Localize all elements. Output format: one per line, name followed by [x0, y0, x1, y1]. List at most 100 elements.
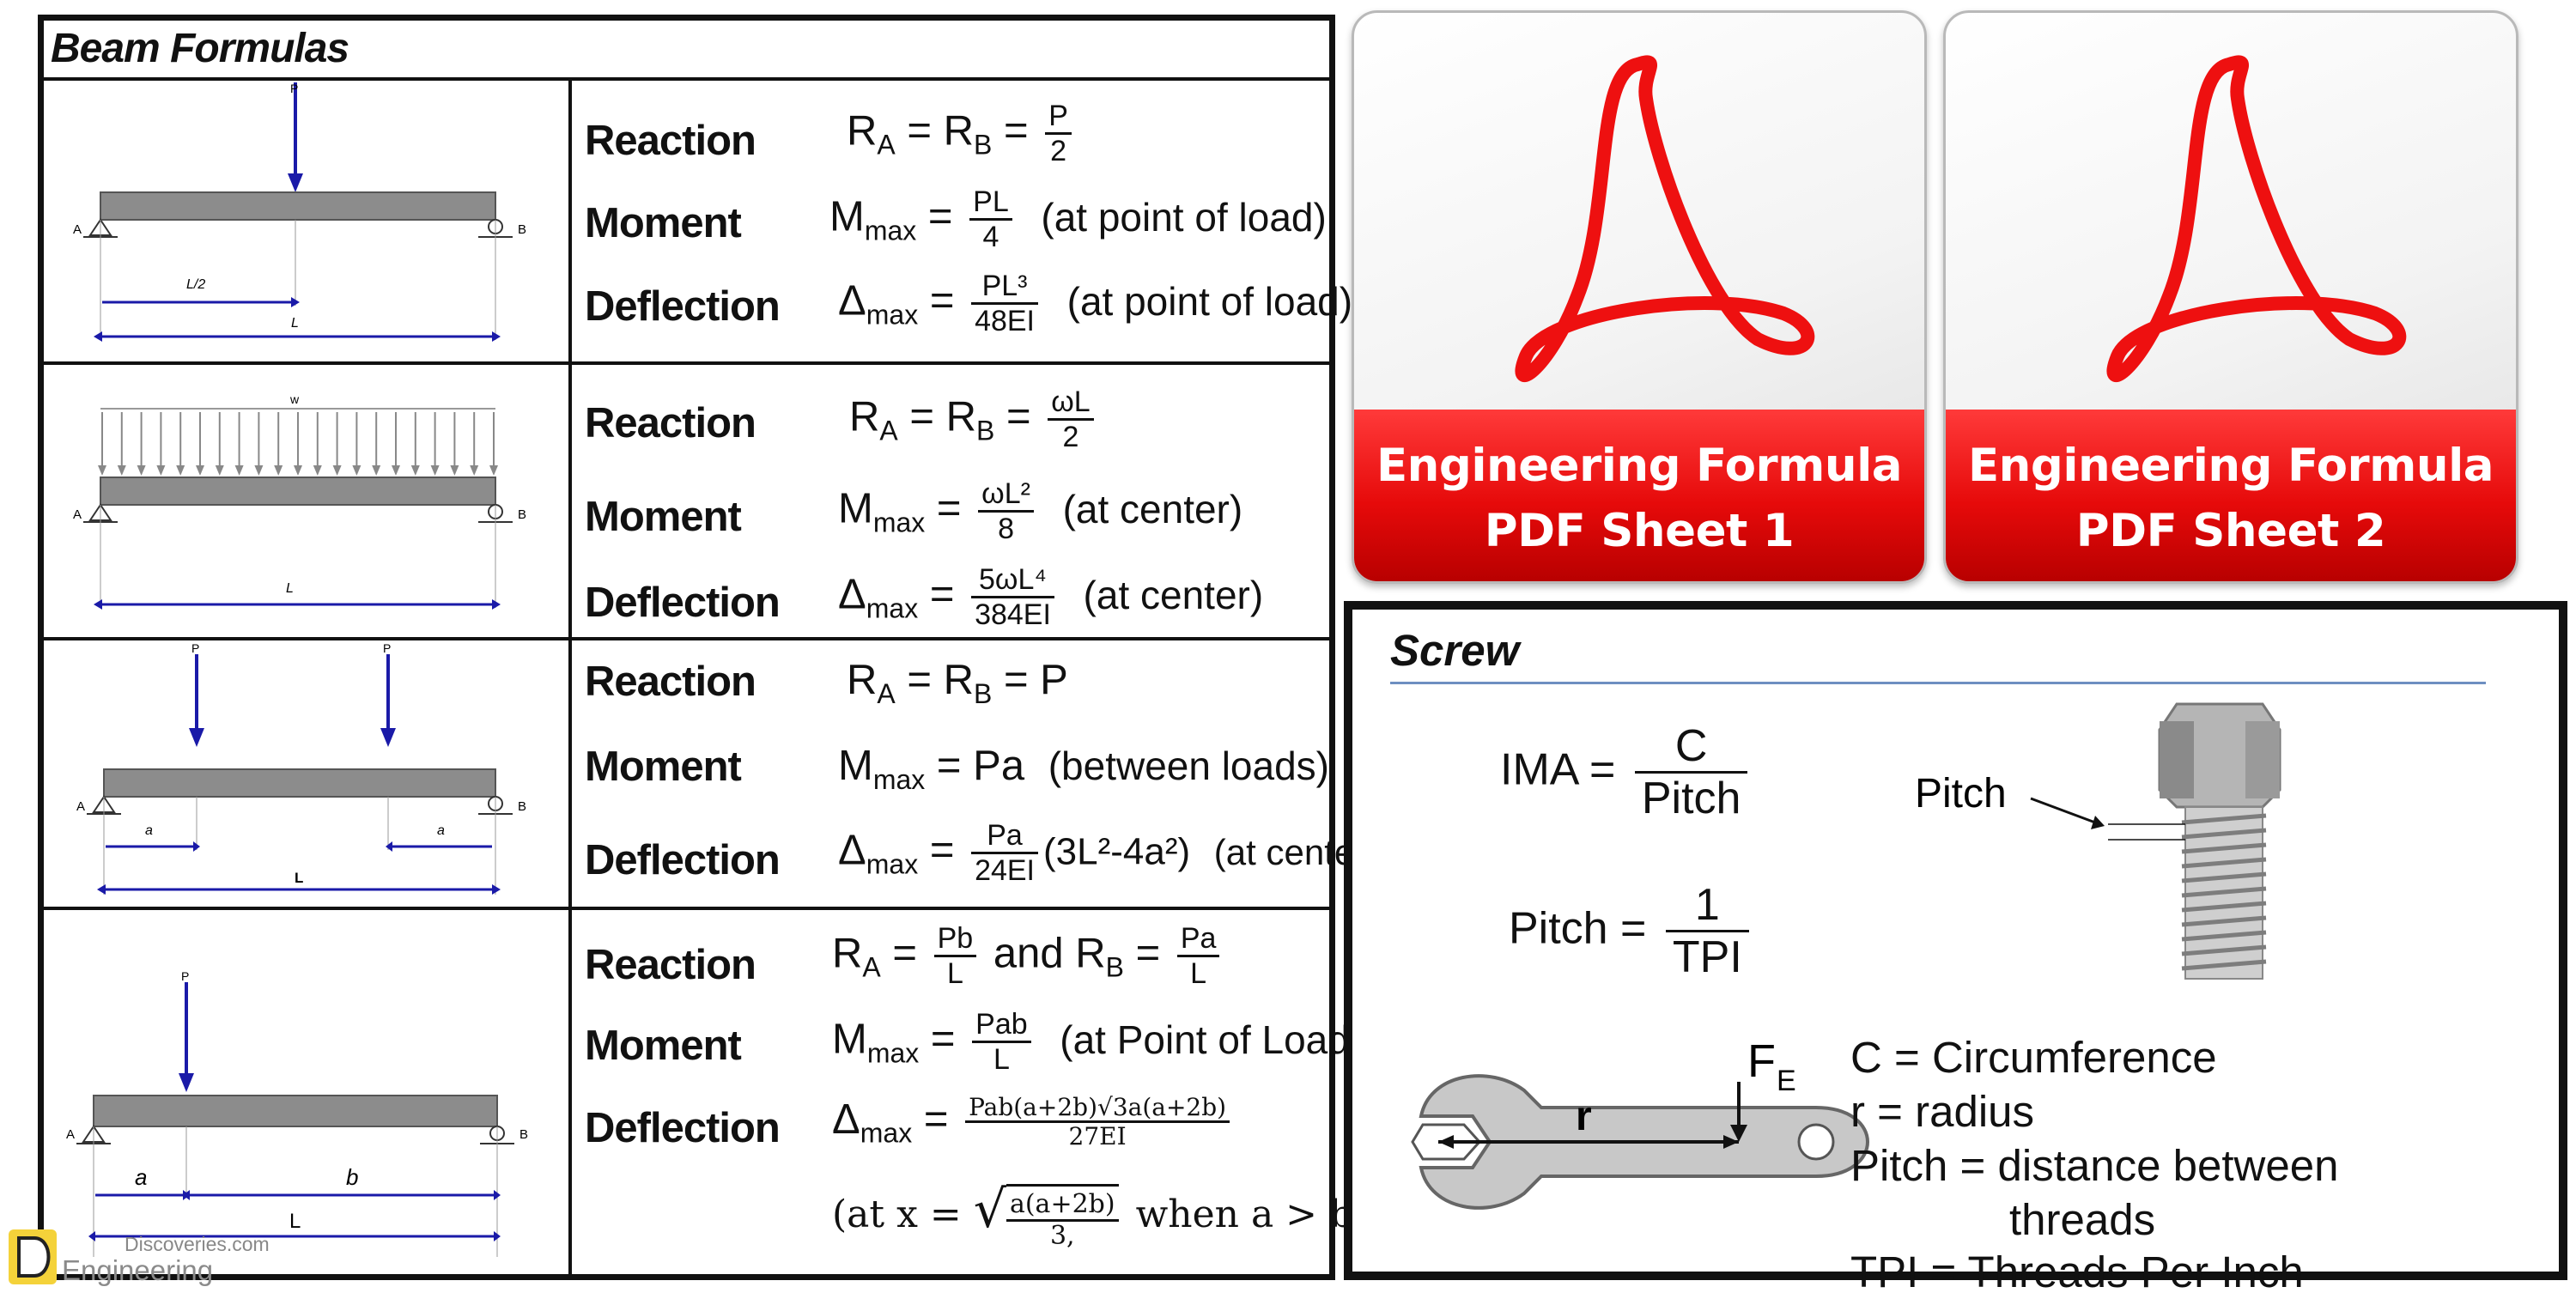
pdf-icon	[2106, 55, 2407, 382]
svg-text:A: A	[76, 799, 85, 814]
thread-ridge	[2181, 842, 2267, 854]
watermark-name: Engineering	[62, 1254, 214, 1286]
pitch-arrow	[2030, 797, 2096, 824]
svg-text:B: B	[518, 507, 526, 522]
thread-ridge	[2181, 813, 2267, 825]
beam-diagram-uniform-load: w A B L	[73, 392, 526, 610]
load-label: P	[290, 82, 298, 95]
svg-text:E: E	[1777, 1065, 1796, 1097]
moment-label: Moment	[585, 1023, 742, 1069]
thread-ridge	[2181, 871, 2267, 883]
load-label: w	[289, 392, 300, 406]
thread-ridge	[2181, 944, 2267, 956]
svg-text:L: L	[289, 1210, 301, 1233]
bolt-illustration: Pitch	[1915, 702, 2281, 980]
deflection-label: Deflection	[585, 1105, 781, 1151]
row-divider	[44, 361, 1329, 365]
pdf-card-band	[1946, 410, 2516, 581]
thread-ridge	[2181, 828, 2267, 840]
svg-text:A: A	[73, 222, 82, 237]
pitch-callout: Pitch	[1915, 771, 2007, 816]
deflection-condition: (at x = √a(a+2b)3, when a > b )	[832, 1180, 1381, 1251]
moment-formula: Mmax = Pa (between loads)	[838, 743, 1330, 795]
svg-text:B: B	[518, 799, 526, 814]
svg-text:P: P	[191, 644, 199, 655]
radius-label: r	[1576, 1094, 1592, 1139]
legend-circumference: C = Circumference	[1850, 1033, 2217, 1082]
moment-label: Moment	[585, 744, 742, 790]
reaction-label: Reaction	[585, 942, 756, 988]
beam-formulas-panel: Beam Formulas P A B L/2 L w A	[38, 15, 1380, 1280]
pdf-card-title: Engineering Formula	[1967, 440, 2494, 492]
reaction-label: Reaction	[585, 659, 756, 705]
pdf-icon	[1515, 55, 1815, 382]
pdf-card-subtitle: PDF Sheet 2	[2075, 505, 2386, 557]
thread-ridge	[2181, 959, 2267, 971]
beam-body	[100, 477, 496, 506]
beam-title: Beam Formulas	[51, 26, 349, 71]
thread-ridge	[2181, 886, 2267, 898]
pdf-card-title: Engineering Formula	[1376, 440, 1903, 492]
screw-title: Screw	[1390, 626, 1520, 675]
svg-text:a: a	[135, 1164, 147, 1190]
svg-text:a: a	[437, 823, 445, 838]
moment-label: Moment	[585, 200, 742, 246]
svg-text:A: A	[66, 1127, 75, 1142]
svg-text:L: L	[291, 316, 299, 331]
deflection-label: Deflection	[585, 283, 781, 330]
pdf-card-band	[1354, 410, 1924, 581]
beam-diagram-center-load: P A B L/2 L	[73, 82, 526, 342]
distributed-load-arrows	[98, 412, 498, 476]
thread-ridge	[2181, 857, 2267, 869]
beam-body	[93, 1095, 498, 1127]
legend-tpi: TPI = Threads Per Inch	[1850, 1247, 2304, 1296]
svg-text:B: B	[519, 1127, 528, 1142]
pdf-sheet-2-card[interactable]: Engineering Formula PDF Sheet 2	[1943, 10, 2518, 584]
svg-text:P: P	[383, 644, 391, 655]
thread-ridge	[2181, 930, 2267, 942]
deflection-label: Deflection	[585, 580, 781, 626]
row-divider	[44, 77, 1329, 81]
svg-text:P: P	[181, 969, 189, 983]
beam-body	[103, 768, 496, 798]
reaction-label: Reaction	[585, 118, 756, 164]
deflection-formula: Δmax = Pab(a+2b)√3a(a+2b)27EI	[832, 1094, 1235, 1150]
reaction-formula: RA = RB = P	[847, 657, 1068, 709]
column-divider	[568, 77, 572, 1274]
pdf-card-subtitle: PDF Sheet 1	[1484, 505, 1795, 557]
beam-diagram-offset-load: P A B a b L	[66, 969, 528, 1257]
svg-text:L/2: L/2	[186, 277, 205, 292]
moment-label: Moment	[585, 494, 742, 540]
thread-ridge	[2181, 915, 2267, 927]
beam-body	[100, 191, 496, 221]
pdf-sheet-1-card[interactable]: Engineering Formula PDF Sheet 1	[1352, 10, 1927, 584]
svg-text:B: B	[518, 222, 526, 237]
svg-text:A: A	[73, 507, 82, 522]
legend-pitch-cont: threads	[2009, 1195, 2156, 1244]
thread-ridge	[2181, 901, 2267, 913]
force-label: F	[1747, 1039, 1776, 1087]
row-divider	[44, 637, 1329, 640]
row-divider	[44, 907, 1329, 910]
deflection-label: Deflection	[585, 837, 781, 883]
svg-text:b: b	[346, 1164, 358, 1190]
title-rule	[1390, 682, 2486, 684]
legend-pitch: Pitch = distance between	[1850, 1141, 2339, 1190]
beam-diagram-two-loads: P P A B a a L	[76, 644, 526, 895]
svg-text:L: L	[295, 870, 303, 886]
watermark-site: Discoveries.com	[125, 1233, 270, 1255]
wrench-illustration: r F E	[1411, 1039, 1870, 1210]
legend-radius: r = radius	[1850, 1087, 2035, 1136]
bolt-threads	[2181, 813, 2267, 971]
